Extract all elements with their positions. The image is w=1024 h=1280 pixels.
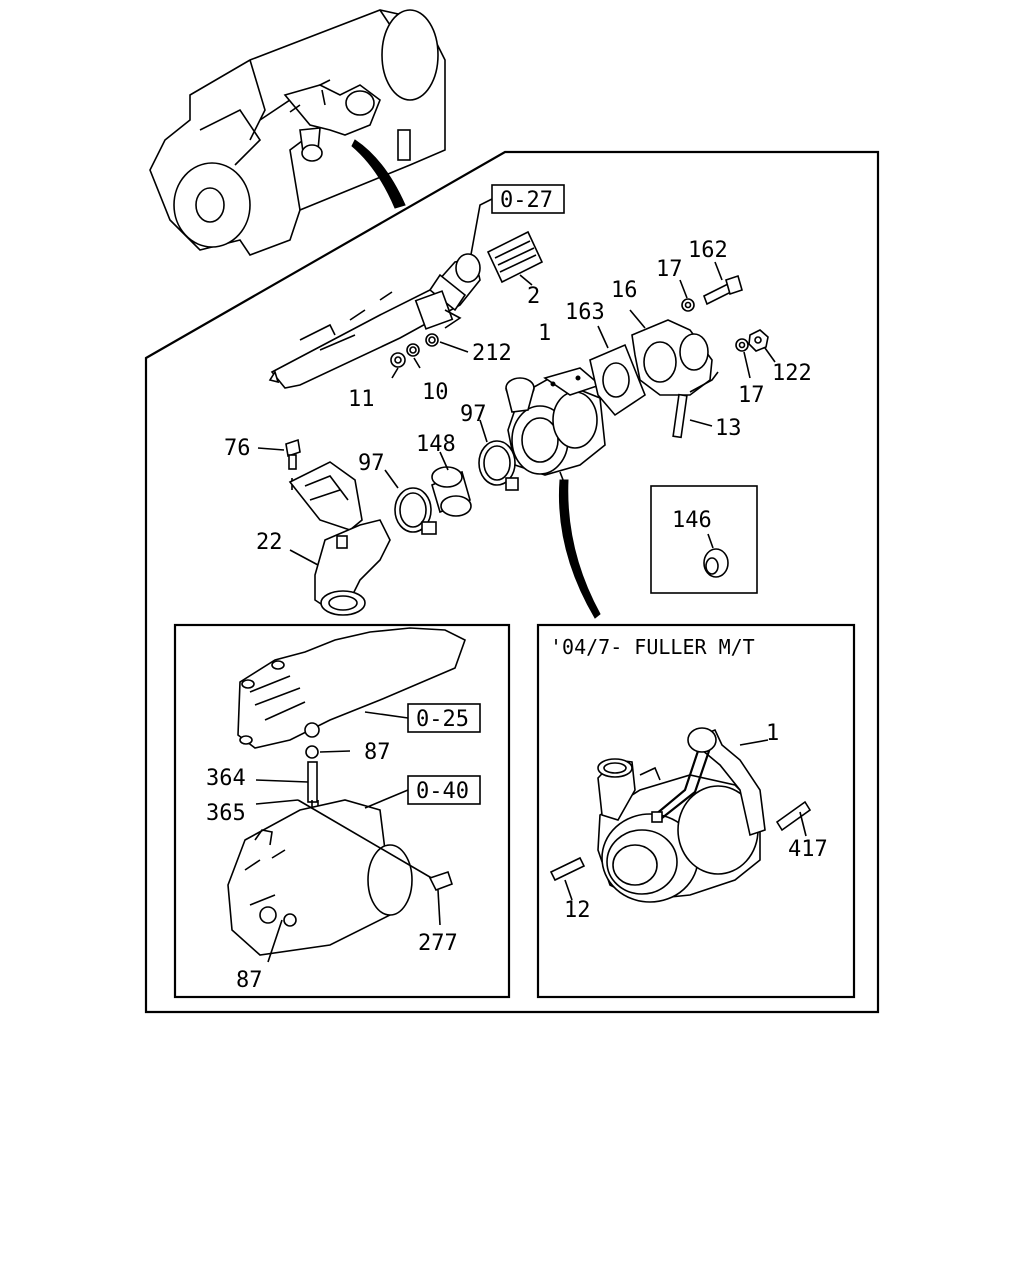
part-97-clamp-left [384, 469, 437, 535]
callout-162: 162 [688, 238, 728, 263]
engine-overview-drawing [149, 9, 446, 256]
callout-146: 146 [672, 508, 712, 533]
ref-label-0-40: 0-40 [416, 779, 469, 804]
turbocharger-alt-drawing [549, 727, 812, 903]
ref-box-0-25[interactable] [407, 703, 481, 733]
part-146-nut [703, 533, 729, 578]
turbocharger-drawing [505, 367, 606, 486]
callout-11: 11 [348, 387, 375, 412]
part-163-gasket [589, 325, 646, 417]
ref-box-0-40[interactable] [407, 775, 481, 805]
callout-17-lower: 17 [738, 383, 765, 408]
callout-13: 13 [715, 416, 742, 441]
part-13-stud [672, 393, 688, 439]
callout-1: 1 [538, 321, 551, 346]
callout-212: 212 [472, 341, 512, 366]
leader-to-inset [558, 479, 601, 619]
callout-365: 365 [206, 801, 246, 826]
callout-148: 148 [416, 432, 456, 457]
ref-label-0-27: 0-27 [500, 188, 553, 213]
callout-87-upper: 87 [364, 740, 391, 765]
ref-box-0-27[interactable] [491, 184, 565, 214]
callout-17-upper: 17 [656, 257, 683, 282]
ref-label-0-25: 0-25 [416, 707, 469, 732]
main-frame [144, 150, 880, 1014]
inset-title: '04/7- FULLER M/T [550, 635, 755, 659]
callout-163: 163 [565, 300, 605, 325]
fuller-mt-inset-frame [536, 623, 856, 999]
callout-10: 10 [422, 380, 449, 405]
part-76-bolt [257, 438, 301, 490]
callout-76: 76 [224, 436, 251, 461]
part-2-gasket [486, 230, 544, 286]
callout-364: 364 [206, 766, 246, 791]
part-148-hose [431, 451, 472, 517]
part-97-clamp-right [478, 419, 519, 491]
callout-417: 417 [788, 837, 828, 862]
callout-87-lower: 87 [236, 968, 263, 993]
callout-277: 277 [418, 931, 458, 956]
callout-97-left: 97 [358, 451, 385, 476]
callout-122: 122 [772, 361, 812, 386]
callout-22: 22 [256, 530, 283, 555]
part-162-bolt [702, 261, 743, 306]
callout-2: 2 [527, 284, 540, 309]
callout-16: 16 [611, 278, 638, 303]
oil-line-drawing [227, 627, 466, 963]
part-22-pipe [288, 461, 391, 616]
oil-line-inset-frame [173, 623, 511, 999]
part-146-box [650, 485, 758, 594]
exhaust-pipe-drawing [268, 253, 481, 389]
part-16-elbow [629, 309, 719, 396]
callout-1-inset: 1 [766, 721, 779, 746]
callout-12: 12 [564, 898, 591, 923]
callout-97-right: 97 [460, 402, 487, 427]
